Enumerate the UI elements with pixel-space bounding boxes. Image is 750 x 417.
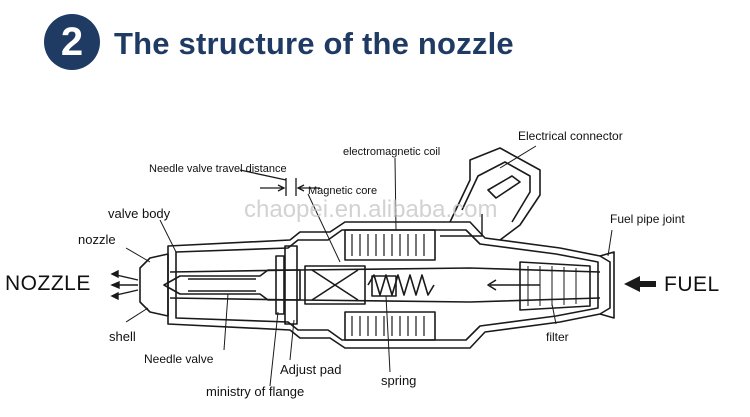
needle-valve-shape [163,269,301,301]
label-fuel-inlet: FUEL [664,273,720,296]
label-adjust-pad: Adjust pad [280,362,342,377]
filter-shape [519,261,591,311]
valve-body-outline [167,221,611,349]
electrical-connector [449,147,541,241]
label-spring: spring [381,373,417,388]
label-nozzle-outlet: NOZZLE [5,272,91,295]
label-needle-valve: Needle valve [144,352,214,366]
label-needle-valve-travel-distance: Needle valve travel distance [149,163,287,175]
watermark: chaopei.en.alibaba.com [244,196,498,223]
label-electrical-connector: Electrical connector [518,129,623,143]
label-nozzle: nozzle [78,232,116,247]
fuel-inlet-arrow [624,276,656,292]
fuel-pipe-joint [599,251,615,319]
label-valve-body: valve body [108,206,171,221]
step-number-badge: 2 [44,14,100,70]
label-shell: shell [109,329,136,344]
label-electromagnetic-coil: electromagnetic coil [343,146,441,158]
label-filter: filter [546,330,569,344]
page-title: The structure of the nozzle [114,26,514,61]
label-fuel-pipe-joint: Fuel pipe joint [610,212,685,226]
electromagnetic-coil-top [344,229,436,261]
label-magnetic-core: Magnetic core [308,185,378,197]
electromagnetic-coil-bottom [344,311,436,341]
label-ministry-of-flange: ministry of flange [206,384,305,399]
spring-shape [367,274,435,296]
flange [284,245,298,325]
magnetic-core [304,265,366,305]
